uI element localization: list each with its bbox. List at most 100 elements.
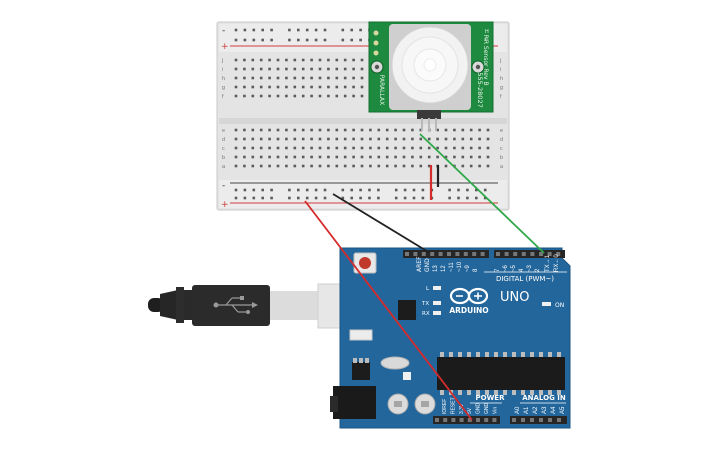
rail-hole bbox=[261, 38, 264, 42]
terminal-hole bbox=[360, 155, 364, 159]
header-pin[interactable] bbox=[547, 252, 552, 256]
header-pin[interactable] bbox=[438, 252, 443, 256]
power-pin-label: RESET bbox=[450, 397, 456, 414]
rail-hole bbox=[314, 28, 318, 32]
terminal-hole bbox=[394, 155, 397, 159]
terminal-hole bbox=[377, 128, 381, 132]
terminal-hole bbox=[251, 76, 255, 80]
terminal-hole bbox=[360, 76, 364, 80]
reset-button-cap[interactable] bbox=[359, 257, 371, 269]
rail-hole bbox=[243, 28, 247, 32]
terminal-hole bbox=[444, 155, 448, 159]
terminal-hole bbox=[486, 155, 490, 159]
terminal-hole bbox=[251, 67, 255, 71]
header-pin[interactable] bbox=[421, 252, 426, 256]
terminal-hole bbox=[352, 164, 355, 168]
terminal-hole bbox=[276, 137, 280, 141]
terminal-hole bbox=[276, 94, 280, 98]
header-pin[interactable] bbox=[476, 418, 480, 422]
led-rx-label: RX bbox=[422, 311, 430, 317]
terminal-hole bbox=[310, 128, 313, 132]
terminal-hole bbox=[444, 146, 448, 150]
header-pin[interactable] bbox=[513, 252, 518, 256]
digital-pin-label: 7 bbox=[495, 268, 501, 272]
terminal-hole bbox=[285, 94, 288, 98]
wire-signal-pin2[interactable] bbox=[419, 133, 545, 254]
header-pin[interactable] bbox=[557, 418, 561, 422]
terminal-hole bbox=[259, 94, 263, 98]
pir-motion-sensor[interactable]: PIR Sensor Rev B 555-28027 PARALLAX H L bbox=[368, 21, 494, 131]
terminal-hole bbox=[327, 164, 330, 168]
header-pin[interactable] bbox=[430, 252, 435, 256]
terminal-hole bbox=[301, 76, 305, 80]
header-pin[interactable] bbox=[521, 252, 526, 256]
terminal-hole bbox=[327, 58, 330, 62]
terminal-hole bbox=[318, 137, 322, 141]
terminal-hole bbox=[251, 146, 255, 150]
digital-label: DIGITAL (PWM~) bbox=[496, 275, 554, 283]
terminal-hole bbox=[377, 146, 381, 150]
power-pin-label: IOREF bbox=[442, 399, 448, 414]
header-pin[interactable] bbox=[413, 252, 418, 256]
terminal-hole bbox=[318, 67, 322, 71]
digital-pin-label: RX←0 bbox=[554, 254, 560, 272]
terminal-hole bbox=[285, 137, 288, 141]
header-pin[interactable] bbox=[521, 418, 525, 422]
terminal-hole bbox=[394, 164, 397, 168]
terminal-hole bbox=[461, 137, 465, 141]
header-pin[interactable] bbox=[480, 252, 485, 256]
terminal-hole bbox=[243, 146, 246, 150]
terminal-hole bbox=[411, 155, 414, 159]
header-pin[interactable] bbox=[504, 252, 509, 256]
header-pin[interactable] bbox=[463, 252, 468, 256]
header-pin[interactable] bbox=[455, 252, 460, 256]
crystal-oscillator bbox=[380, 356, 410, 370]
terminal-hole bbox=[234, 128, 238, 132]
header-pin[interactable] bbox=[435, 418, 439, 422]
wire-5v-power[interactable] bbox=[304, 200, 473, 421]
header-pin[interactable] bbox=[447, 252, 451, 256]
terminal-hole bbox=[310, 137, 313, 141]
header-pin[interactable] bbox=[484, 418, 489, 422]
header-pin[interactable] bbox=[512, 418, 516, 422]
header-pin[interactable] bbox=[467, 418, 472, 422]
header-pin[interactable] bbox=[530, 252, 535, 256]
terminal-hole bbox=[268, 155, 271, 159]
terminal-hole bbox=[318, 164, 322, 168]
header-pin[interactable] bbox=[556, 252, 561, 256]
header-pin[interactable] bbox=[472, 252, 477, 256]
header-pin[interactable] bbox=[459, 418, 464, 422]
header-pin[interactable] bbox=[443, 418, 448, 422]
header-pin[interactable] bbox=[530, 418, 534, 422]
terminal-hole bbox=[461, 146, 465, 150]
terminal-hole bbox=[411, 146, 414, 150]
terminal-hole bbox=[243, 155, 246, 159]
terminal-hole bbox=[276, 58, 280, 62]
header-pin[interactable] bbox=[548, 418, 552, 422]
header-pin[interactable] bbox=[539, 252, 543, 256]
header-pin[interactable] bbox=[451, 418, 456, 422]
header-pin[interactable] bbox=[405, 252, 409, 256]
digital-pin-label: 13 bbox=[433, 265, 439, 272]
terminal-hole bbox=[251, 128, 255, 132]
rail-hole bbox=[475, 196, 478, 200]
terminal-hole bbox=[436, 155, 439, 159]
wire-ground[interactable] bbox=[332, 193, 431, 254]
terminal-hole bbox=[259, 76, 263, 80]
pir-jumper-h: H bbox=[485, 29, 489, 35]
header-pin[interactable] bbox=[539, 418, 543, 422]
terminal-hole bbox=[251, 58, 255, 62]
terminal-hole bbox=[268, 76, 271, 80]
terminal-hole bbox=[360, 146, 364, 150]
row-letter: b bbox=[222, 155, 225, 161]
terminal-hole bbox=[327, 155, 330, 159]
pir-jumper-l: L bbox=[485, 37, 488, 43]
terminal-hole bbox=[444, 164, 448, 168]
header-pin[interactable] bbox=[492, 418, 497, 422]
header-pin[interactable] bbox=[496, 252, 500, 256]
rail-hole bbox=[252, 38, 256, 42]
terminal-hole bbox=[285, 128, 288, 132]
